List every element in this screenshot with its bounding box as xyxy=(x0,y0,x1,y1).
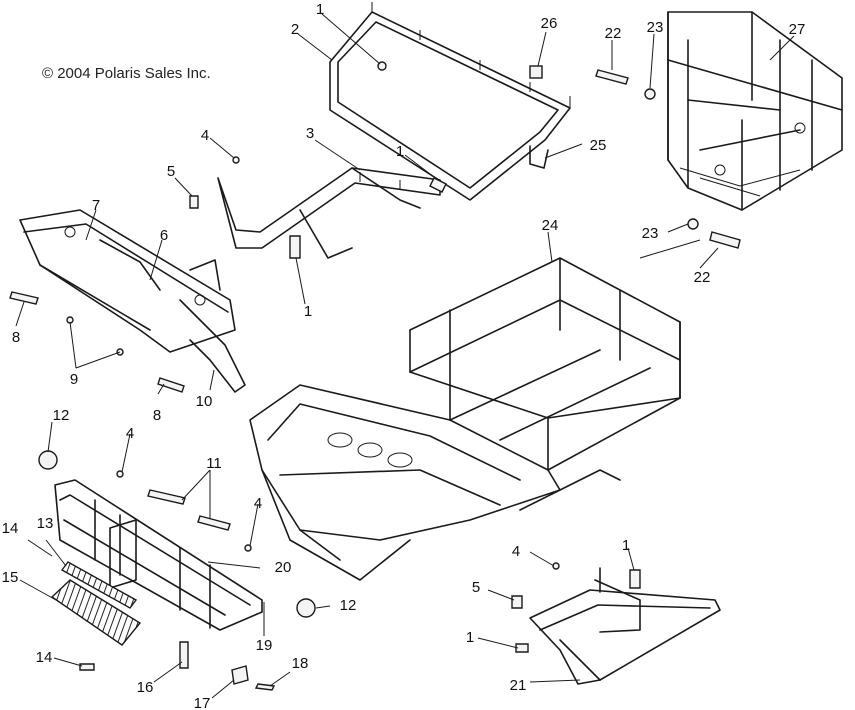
fasteners xyxy=(9,61,741,691)
callout-4: 4 xyxy=(512,543,520,560)
callout-26: 26 xyxy=(541,15,558,32)
callout-1: 1 xyxy=(304,303,312,320)
callout-20: 20 xyxy=(275,559,292,576)
callout-9: 9 xyxy=(70,371,78,388)
callout-12: 12 xyxy=(340,597,357,614)
callout-1: 1 xyxy=(466,629,474,646)
seat-support-panel xyxy=(329,2,571,201)
callout-23: 23 xyxy=(642,225,659,242)
rear-skid-bracket xyxy=(529,567,721,685)
callout-13: 13 xyxy=(37,515,54,532)
front-bumper xyxy=(54,479,263,631)
cargo-box-frame xyxy=(667,11,843,211)
callout-1: 1 xyxy=(622,537,630,554)
callout-19: 19 xyxy=(256,637,273,654)
callout-14: 14 xyxy=(36,649,53,666)
callout-3: 3 xyxy=(306,125,314,142)
callout-22: 22 xyxy=(694,269,711,286)
callout-5: 5 xyxy=(472,579,480,596)
callout-10: 10 xyxy=(196,393,213,410)
callout-7: 7 xyxy=(92,197,100,214)
front-grille xyxy=(50,579,142,646)
grille-strip xyxy=(60,561,138,609)
callout-leaders xyxy=(15,13,795,699)
front-frame-bracket xyxy=(19,209,246,393)
callout-27: 27 xyxy=(789,21,806,38)
callout-18: 18 xyxy=(292,655,309,672)
main-chassis-frame xyxy=(249,257,681,581)
callout-22: 22 xyxy=(605,25,622,42)
callout-labels: 1 2 26 22 23 27 3 1 25 4 5 7 6 1 23 24 2… xyxy=(2,1,806,710)
callout-12: 12 xyxy=(53,407,70,424)
callout-8: 8 xyxy=(153,407,161,424)
callout-17: 17 xyxy=(194,695,211,710)
upper-bracket-frame xyxy=(217,167,441,259)
callout-11: 11 xyxy=(206,455,222,472)
callout-4: 4 xyxy=(201,127,209,144)
copyright-text: © 2004 Polaris Sales Inc. xyxy=(42,65,211,82)
standoff xyxy=(529,65,543,79)
callout-15: 15 xyxy=(2,569,19,586)
callout-14: 14 xyxy=(2,520,19,537)
callout-21: 21 xyxy=(510,677,527,694)
callout-4: 4 xyxy=(126,425,134,442)
callout-4: 4 xyxy=(254,495,262,512)
callout-25: 25 xyxy=(590,137,607,154)
callout-16: 16 xyxy=(137,679,154,696)
callout-24: 24 xyxy=(542,217,559,234)
u-clip xyxy=(529,145,549,169)
callout-2: 2 xyxy=(291,21,299,38)
callout-8: 8 xyxy=(12,329,20,346)
callout-23: 23 xyxy=(647,19,664,36)
callout-1: 1 xyxy=(316,1,324,18)
callout-1: 1 xyxy=(396,143,404,160)
callout-6: 6 xyxy=(160,227,168,244)
callout-5: 5 xyxy=(167,163,175,180)
